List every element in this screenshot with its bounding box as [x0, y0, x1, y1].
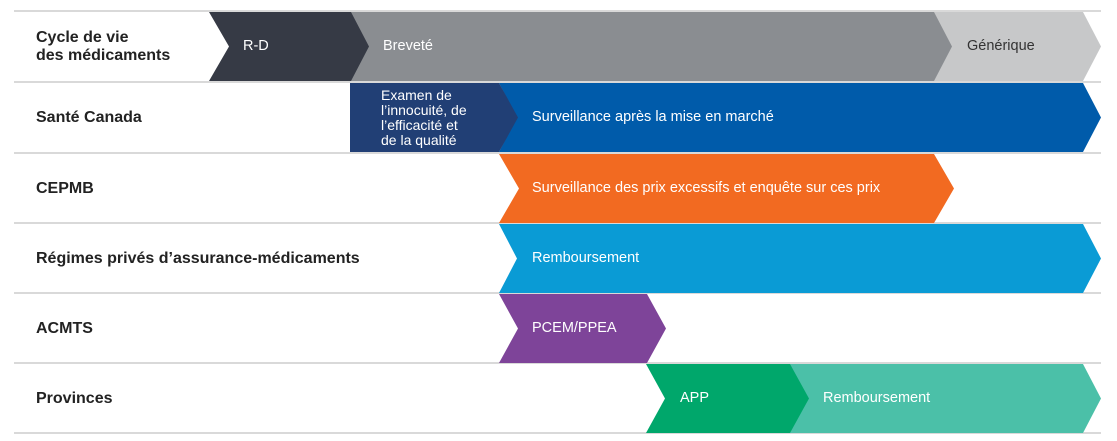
- segment-label: Remboursement: [532, 250, 640, 266]
- segment-label: R-D: [243, 38, 269, 54]
- row-label-acmts: ACMTS: [36, 319, 93, 337]
- segment-generique: Générique: [933, 12, 1101, 81]
- segment-label: Remboursement: [823, 390, 931, 406]
- row-label-provinces: Provinces: [36, 389, 113, 407]
- row-label-cycle-de-vie: Cycle de vie des médicaments: [36, 28, 171, 64]
- segment-label: Surveillance après la mise en marché: [532, 109, 774, 125]
- segment-label: Examen de l’innocuité, de l’efficacité e…: [381, 86, 467, 148]
- segment-label: Générique: [967, 38, 1035, 54]
- row-separator: [14, 81, 1101, 83]
- row-separator: [14, 292, 1101, 294]
- segment-pcem-ppea: PCEM/PPEA: [499, 294, 666, 363]
- segment-surveillance-apres: Surveillance après la mise en marché: [499, 83, 1101, 152]
- segment-app: APP: [646, 364, 809, 433]
- segment-examen: Examen de l’innocuité, de l’efficacité e…: [350, 83, 518, 152]
- row-label-cepmb: CEPMB: [36, 179, 94, 197]
- segment-surveillance-prix: Surveillance des prix excessifs et enquê…: [499, 154, 954, 223]
- segment-label: Surveillance des prix excessifs et enquê…: [532, 180, 881, 196]
- row-separator-top: [14, 10, 1101, 12]
- segment-label: PCEM/PPEA: [532, 320, 617, 336]
- segment-remboursement-provinces: Remboursement: [790, 364, 1101, 433]
- row-separator-bottom: [14, 432, 1101, 434]
- row-separator: [14, 222, 1101, 224]
- segment-label: Breveté: [383, 38, 433, 54]
- segment-label: APP: [680, 390, 710, 406]
- row-label-regimes-prives: Régimes privés d’assurance-médicaments: [36, 249, 360, 267]
- segment-remboursement-prives: Remboursement: [499, 224, 1101, 293]
- segment-r-d: R-D: [209, 12, 369, 81]
- row-label-sante-canada: Santé Canada: [36, 108, 142, 126]
- row-separator: [14, 152, 1101, 154]
- row-separator: [14, 362, 1101, 364]
- segment-brevete: Breveté: [350, 12, 952, 81]
